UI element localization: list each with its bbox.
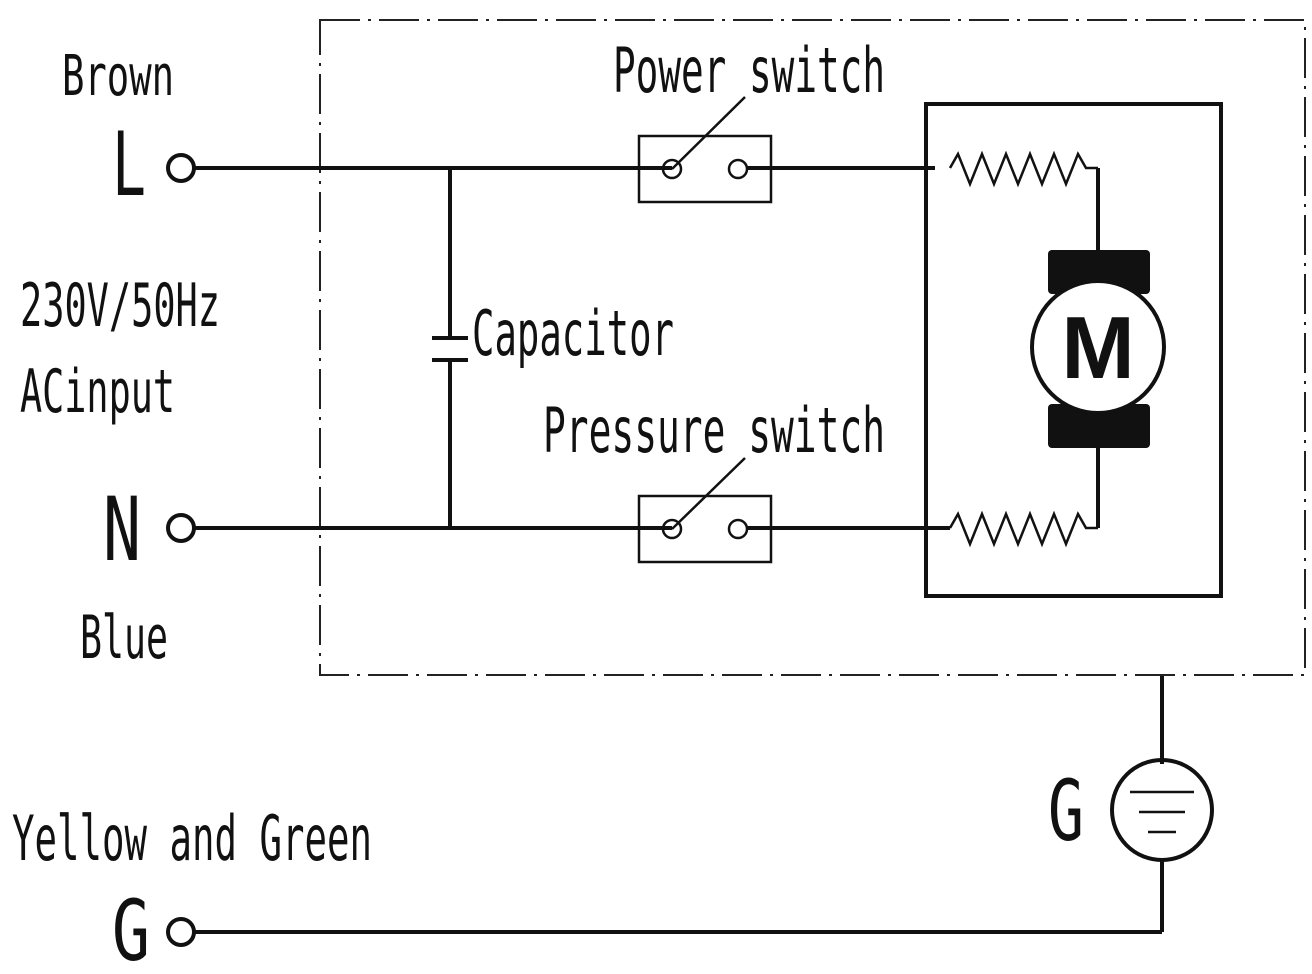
ac-input-label: ACinput	[20, 357, 175, 427]
pressure-switch-contact-right	[727, 518, 749, 540]
voltage-label: 230V/50Hz	[20, 271, 220, 341]
motor-brush-top	[1048, 250, 1150, 294]
motor-symbol	[1030, 279, 1166, 415]
ground-symbol-circle	[1110, 758, 1214, 862]
motor-housing	[924, 102, 1223, 598]
power-switch-label: Power switch	[613, 34, 885, 107]
motor-winding-top	[948, 150, 1098, 188]
earth-wire-label: Yellow and Green	[12, 802, 372, 875]
motor-winding-bottom	[948, 510, 1098, 548]
ground-label: G	[1048, 762, 1084, 860]
motor-letter: M	[1061, 298, 1134, 397]
power-switch-contact-right	[727, 158, 749, 180]
capacitor-label: Capacitor	[472, 297, 674, 370]
pressure-switch-lever	[671, 457, 746, 530]
power-switch-lever	[671, 96, 746, 170]
enclosure-boundary	[319, 19, 1306, 676]
line-terminal	[166, 153, 196, 183]
earth-terminal-label: G	[112, 882, 150, 974]
line-terminal-label: L	[112, 113, 146, 216]
neutral-terminal-label: N	[103, 478, 141, 581]
pressure-switch-label: Pressure switch	[543, 394, 885, 467]
earth-terminal	[166, 917, 196, 947]
pressure-switch-contact-left	[661, 518, 683, 540]
blue-wire-label: Blue	[80, 603, 168, 673]
neutral-terminal	[166, 513, 196, 543]
power-switch-contact-left	[661, 158, 683, 180]
brown-wire-label: Brown	[62, 44, 174, 109]
motor-brush-bottom	[1048, 404, 1150, 448]
